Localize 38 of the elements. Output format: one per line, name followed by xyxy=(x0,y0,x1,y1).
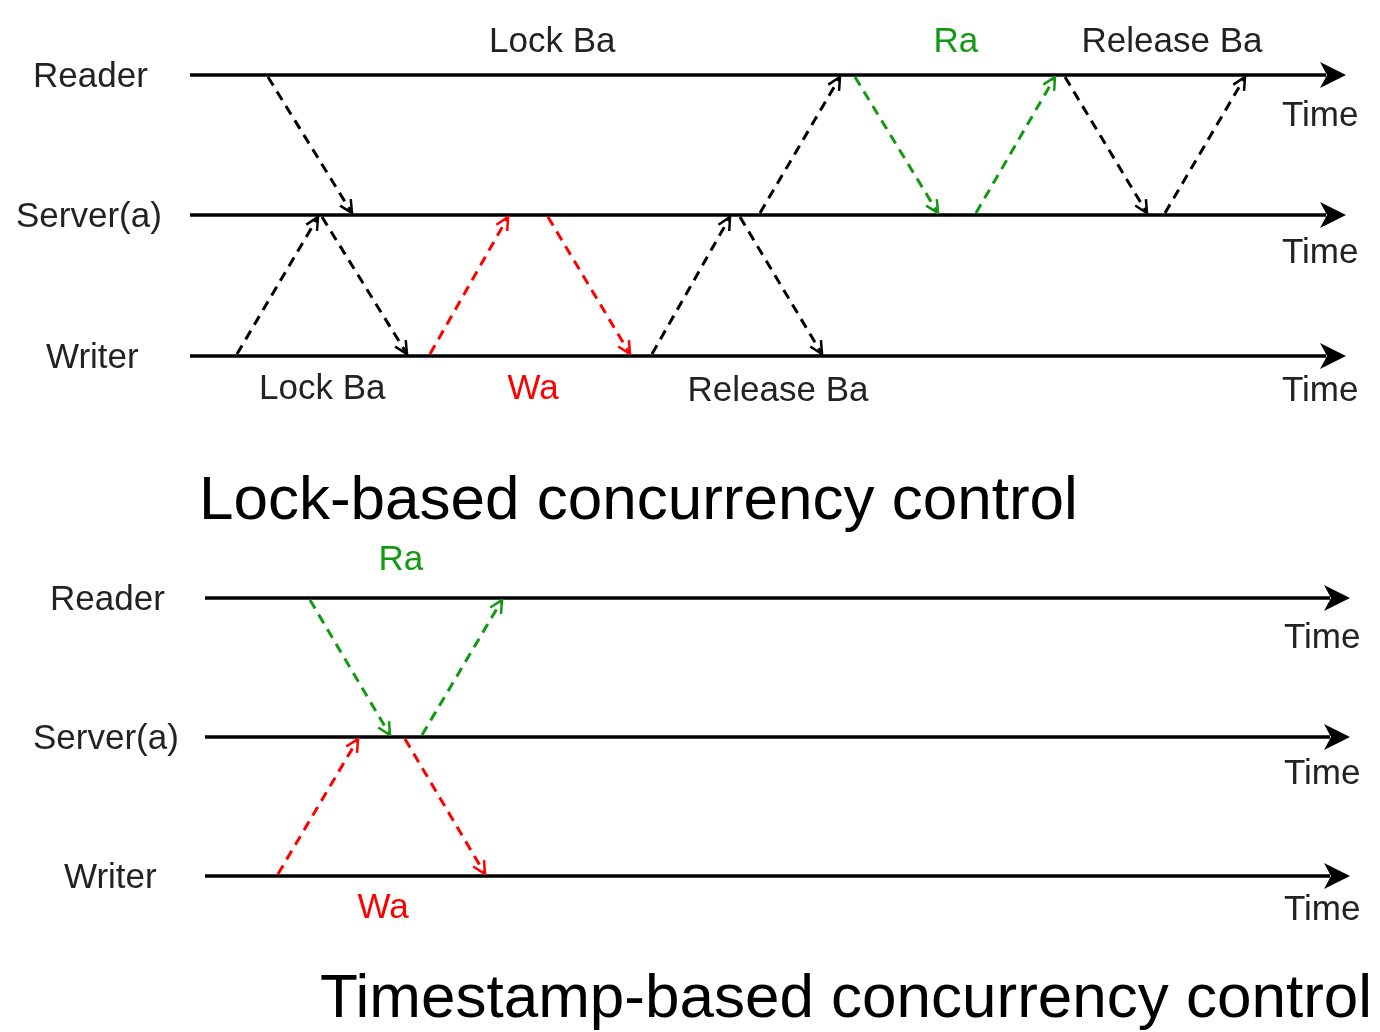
time-label: Time xyxy=(1282,94,1359,134)
time-label: Time xyxy=(1284,752,1361,792)
message-label: Lock Ba xyxy=(259,367,386,407)
message-label: Release Ba xyxy=(687,369,869,409)
participant-name: Reader xyxy=(50,578,165,618)
message-arrow xyxy=(974,75,1057,214)
message-arrow xyxy=(853,76,940,215)
message-arrow xyxy=(420,598,504,736)
time-label: Time xyxy=(1282,369,1359,409)
message-arrow xyxy=(308,599,392,737)
participant-name: Server(a) xyxy=(16,195,162,235)
message-arrow xyxy=(276,737,360,875)
message-arrow xyxy=(320,216,409,356)
panel-caption: Lock-based concurrency control xyxy=(199,462,1078,533)
participant-name: Server(a) xyxy=(33,717,179,757)
message-label: Ra xyxy=(378,538,424,578)
message-label: Release Ba xyxy=(1081,20,1263,60)
time-label: Time xyxy=(1284,888,1361,928)
message-arrow xyxy=(428,215,510,355)
message-arrow xyxy=(546,216,632,356)
message-label: Lock Ba xyxy=(489,20,616,60)
message-arrow xyxy=(758,75,842,214)
message-label: Wa xyxy=(357,886,409,926)
message-arrow xyxy=(403,738,487,876)
participant-name: Writer xyxy=(46,336,139,376)
participant-name: Writer xyxy=(64,856,157,896)
time-label: Time xyxy=(1282,231,1359,271)
panel-caption: Timestamp-based concurrency control xyxy=(320,960,1373,1031)
message-arrow xyxy=(266,76,354,215)
message-label: Ra xyxy=(933,20,979,60)
message-arrow xyxy=(1063,76,1149,215)
message-arrow xyxy=(1163,75,1247,214)
participant-name: Reader xyxy=(33,55,148,95)
message-arrow xyxy=(738,216,824,356)
message-arrow xyxy=(235,215,320,355)
message-label: Wa xyxy=(507,367,559,407)
time-label: Time xyxy=(1284,616,1361,656)
message-arrow xyxy=(650,215,732,355)
